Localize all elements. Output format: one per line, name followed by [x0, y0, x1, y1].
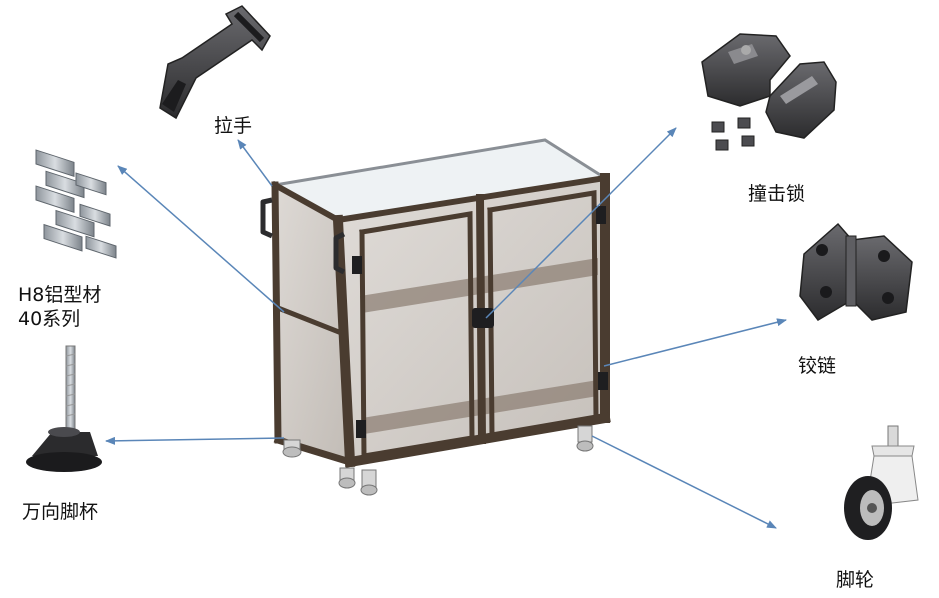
- label-latch: 撞击锁: [748, 183, 806, 205]
- caster-image: [844, 425, 919, 540]
- arrow-to-caster: [591, 435, 777, 529]
- pointer-arrows: [105, 127, 787, 529]
- arrow-to-hinge: [603, 318, 787, 367]
- label-profile-line2: 40系列: [18, 308, 81, 330]
- label-profile-line1: H8铝型材: [18, 284, 102, 306]
- label-hinge: 铰链: [798, 355, 837, 377]
- cabinet-hinges: [352, 206, 608, 438]
- arrow-to-foot: [105, 436, 285, 445]
- cabinet-side-handles: [260, 197, 346, 275]
- label-handle: 拉手: [214, 115, 253, 137]
- cabinet-latch: [472, 308, 494, 328]
- arrow-to-handle: [237, 139, 273, 187]
- latch-image: [701, 33, 837, 151]
- leveling-foot-image: [26, 345, 102, 472]
- hinge-image: [799, 222, 913, 321]
- arrow-to-latch: [485, 127, 677, 319]
- label-foot: 万向脚杯: [22, 501, 99, 523]
- handle-image: [159, 5, 271, 120]
- label-caster: 脚轮: [836, 569, 875, 591]
- arrow-to-profile: [117, 165, 285, 313]
- aluminum-profile-image: [35, 149, 117, 259]
- cabinet-wheels: [282, 425, 594, 496]
- cabinet: [260, 138, 611, 496]
